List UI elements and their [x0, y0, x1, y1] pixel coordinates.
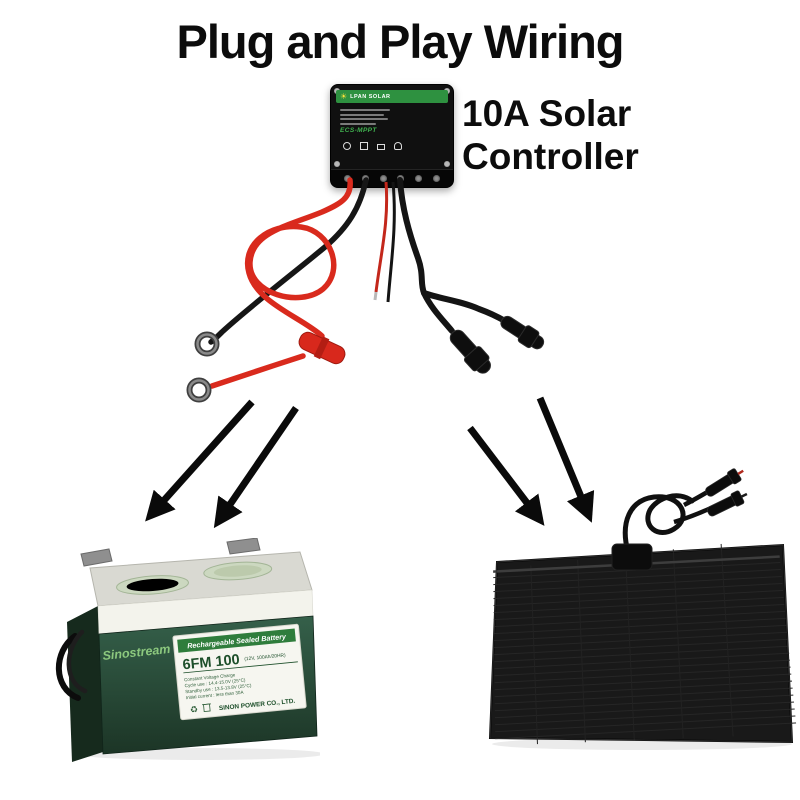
- battery-illustration: Sinostream Rechargeable Sealed Battery 6…: [55, 538, 320, 762]
- battery-model-spec: (12V, 100Ah/20HR): [244, 652, 286, 662]
- bare-wire-tip: [373, 291, 378, 301]
- battery-spec-line: Cycle use : 14.4-15.0V (25°C): [184, 677, 246, 688]
- screw-icon: [334, 161, 340, 167]
- terminal-screw-icon: [414, 175, 422, 182]
- sun-icon: [343, 142, 351, 150]
- bracket-icon: [80, 548, 113, 567]
- bracket-icon: [226, 538, 261, 555]
- solar-cable-branch: [421, 290, 508, 324]
- battery-wire-red-coil: [244, 177, 353, 339]
- battery-wire-black: [208, 177, 369, 345]
- terminal-screw-icon: [344, 175, 352, 182]
- handle-icon: [55, 633, 81, 701]
- battery-spec-line: Standby use : 13.5-13.8V (25°C): [185, 683, 252, 694]
- load-icon: [394, 142, 402, 150]
- caption-line-1: 10A Solar: [462, 93, 632, 134]
- terminal-screw-icon: [397, 175, 405, 182]
- caption-line-2: Controller: [462, 136, 639, 178]
- battery-icon: [377, 143, 385, 150]
- terminal-cover-inner: [213, 565, 262, 577]
- controller-brand: LPAN SOLAR: [350, 93, 391, 100]
- panel-cable: [673, 505, 712, 525]
- terminal-screw-icon: [432, 175, 440, 182]
- terminal-covers: [116, 561, 273, 595]
- terminal-cover-inner: [126, 578, 179, 592]
- ring-terminal-icon: [186, 377, 212, 403]
- mc4-connector-icon: [707, 490, 748, 517]
- screw-icon: [444, 161, 450, 167]
- controller-icon-row: [343, 142, 402, 150]
- controller-caption: 10A Solar Controller: [462, 92, 692, 179]
- panel-body: [488, 543, 794, 744]
- panel-icon: [360, 142, 368, 150]
- recycle-icon: ♻: [189, 704, 198, 715]
- ring-terminal-icon: [194, 331, 220, 357]
- load-wire-black: [386, 181, 396, 303]
- battery-spec-line: Constant Voltage Charge: [184, 672, 236, 682]
- handle-icon: [66, 629, 88, 694]
- solar-panel-illustration: [485, 468, 798, 750]
- battery-spec-line: Initial current : less than 30A: [186, 690, 245, 701]
- arrow-to-battery: [213, 406, 299, 529]
- junction-box: [611, 543, 653, 571]
- battery-wire-red: [209, 353, 306, 389]
- controller-model: ECS-MPPT: [340, 127, 377, 134]
- mc4-connector-icon: [449, 329, 491, 374]
- controller-brand-strip: ☀ LPAN SOLAR: [336, 90, 448, 103]
- panel-cable: [622, 493, 695, 555]
- label-rule: [183, 661, 298, 674]
- label-banner: [177, 628, 296, 653]
- sun-logo-icon: ☀: [340, 91, 348, 101]
- arrow-to-battery: [145, 399, 255, 522]
- battery-side-face: [67, 606, 103, 762]
- mc4-connector-icon: [500, 315, 545, 350]
- trash-icon: [201, 703, 212, 712]
- page-title: Plug and Play Wiring: [176, 15, 624, 68]
- terminal-screw-icon: [379, 175, 387, 182]
- battery-model: 6FM 100: [182, 652, 241, 673]
- battery-label: Rechargeable Sealed Battery 6FM 100 (12V…: [172, 623, 307, 721]
- solar-cable: [397, 177, 427, 296]
- terminal-screw-icon: [361, 175, 369, 182]
- load-wire-red: [374, 181, 389, 293]
- charge-controller: ☀ LPAN SOLAR ECS-MPPT: [330, 84, 454, 188]
- solar-cable-branch: [421, 290, 455, 334]
- terminal-block: [331, 169, 453, 187]
- panel-frame: [489, 544, 793, 743]
- fuse-holder-icon: [298, 331, 346, 365]
- mc4-connector-icon: [705, 468, 744, 497]
- fine-print-lines: [340, 109, 392, 127]
